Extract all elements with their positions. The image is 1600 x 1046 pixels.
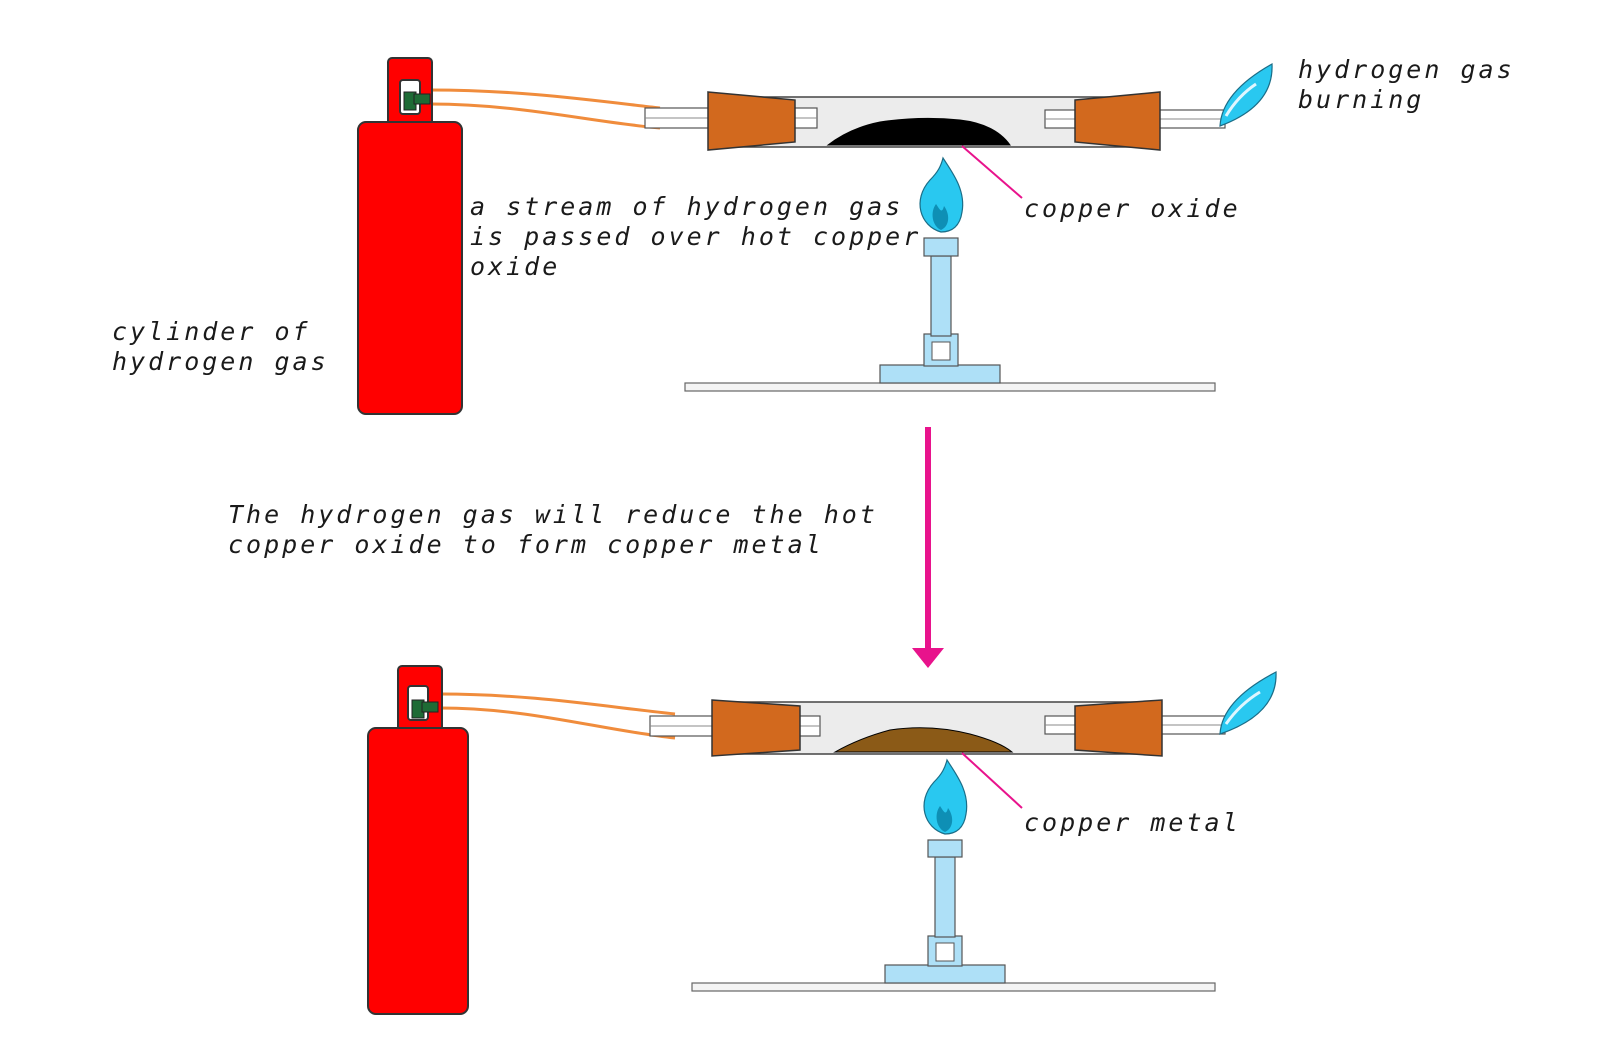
reduction-description-label: The hydrogen gas will reduce the hot cop… [228, 500, 878, 559]
copper-metal-label: copper metal [1024, 808, 1241, 837]
copper-oxide-label: copper oxide [1024, 194, 1241, 223]
apparatus-bottom [367, 665, 1277, 1015]
flame-icon [1219, 63, 1273, 127]
flame-icon [919, 156, 964, 233]
apparatus-top [357, 57, 1273, 415]
flame-icon [923, 758, 968, 835]
bunsen-burner-icon [691, 839, 1216, 992]
stream-description-label: a stream of hydrogen gas is passed over … [470, 192, 922, 281]
rubber-bung-icon [707, 91, 796, 151]
cylinder-label: cylinder of hydrogen gas [112, 317, 329, 376]
gas-cylinder-icon [357, 57, 463, 415]
bunsen-burner-icon [684, 237, 1216, 392]
arrow-down-icon [912, 427, 944, 668]
rubber-bung-icon [1074, 91, 1161, 151]
rubber-bung-icon [711, 699, 801, 757]
hose-bottom [439, 692, 676, 740]
gas-cylinder-icon [367, 665, 469, 1015]
copper-metal-pointer [961, 752, 1023, 809]
rubber-bung-icon [1074, 699, 1163, 757]
hose-top [429, 88, 661, 130]
copper-oxide-pointer [961, 145, 1023, 199]
hydrogen-burning-label: hydrogen gas burning [1298, 55, 1515, 114]
flame-icon [1219, 671, 1277, 735]
